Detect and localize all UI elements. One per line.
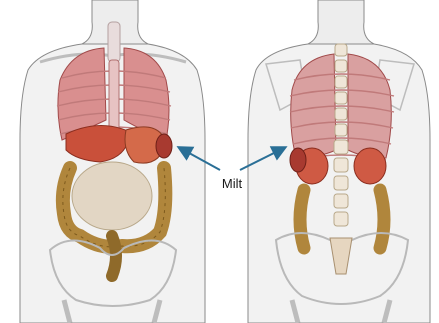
milt-label: Milt [212, 176, 252, 191]
front-trachea [108, 22, 120, 62]
back-right-kidney [354, 148, 386, 184]
front-torso-figure [20, 0, 205, 323]
back-spleen [290, 148, 306, 172]
front-rectum [112, 236, 116, 276]
back-spine [334, 44, 348, 226]
front-spleen [156, 134, 172, 158]
front-sternum [109, 60, 119, 130]
back-neck [308, 0, 374, 44]
back-torso-figure [248, 0, 430, 323]
front-small-intestine [72, 162, 152, 230]
